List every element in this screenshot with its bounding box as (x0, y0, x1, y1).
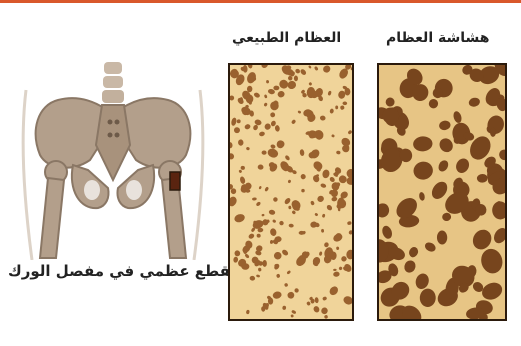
trabecular-bone-normal-icon (230, 65, 352, 319)
top-rule (0, 0, 521, 3)
bone-pore (268, 298, 273, 305)
bone-pore (307, 87, 316, 98)
sample-marker-icon (170, 172, 180, 190)
osteoporosis-label: هشاشة العظام (386, 30, 489, 46)
hip-section-label: مقطع عظمي في مفصل الورك (8, 262, 240, 280)
normal-bone-label: العظام الطبيعي (232, 30, 341, 46)
normal-bone-panel (228, 63, 354, 321)
pelvis-illustration-icon (18, 60, 208, 260)
osteoporosis-bone-panel (377, 63, 507, 321)
trabecular-bone-osteoporosis-icon (379, 65, 505, 319)
